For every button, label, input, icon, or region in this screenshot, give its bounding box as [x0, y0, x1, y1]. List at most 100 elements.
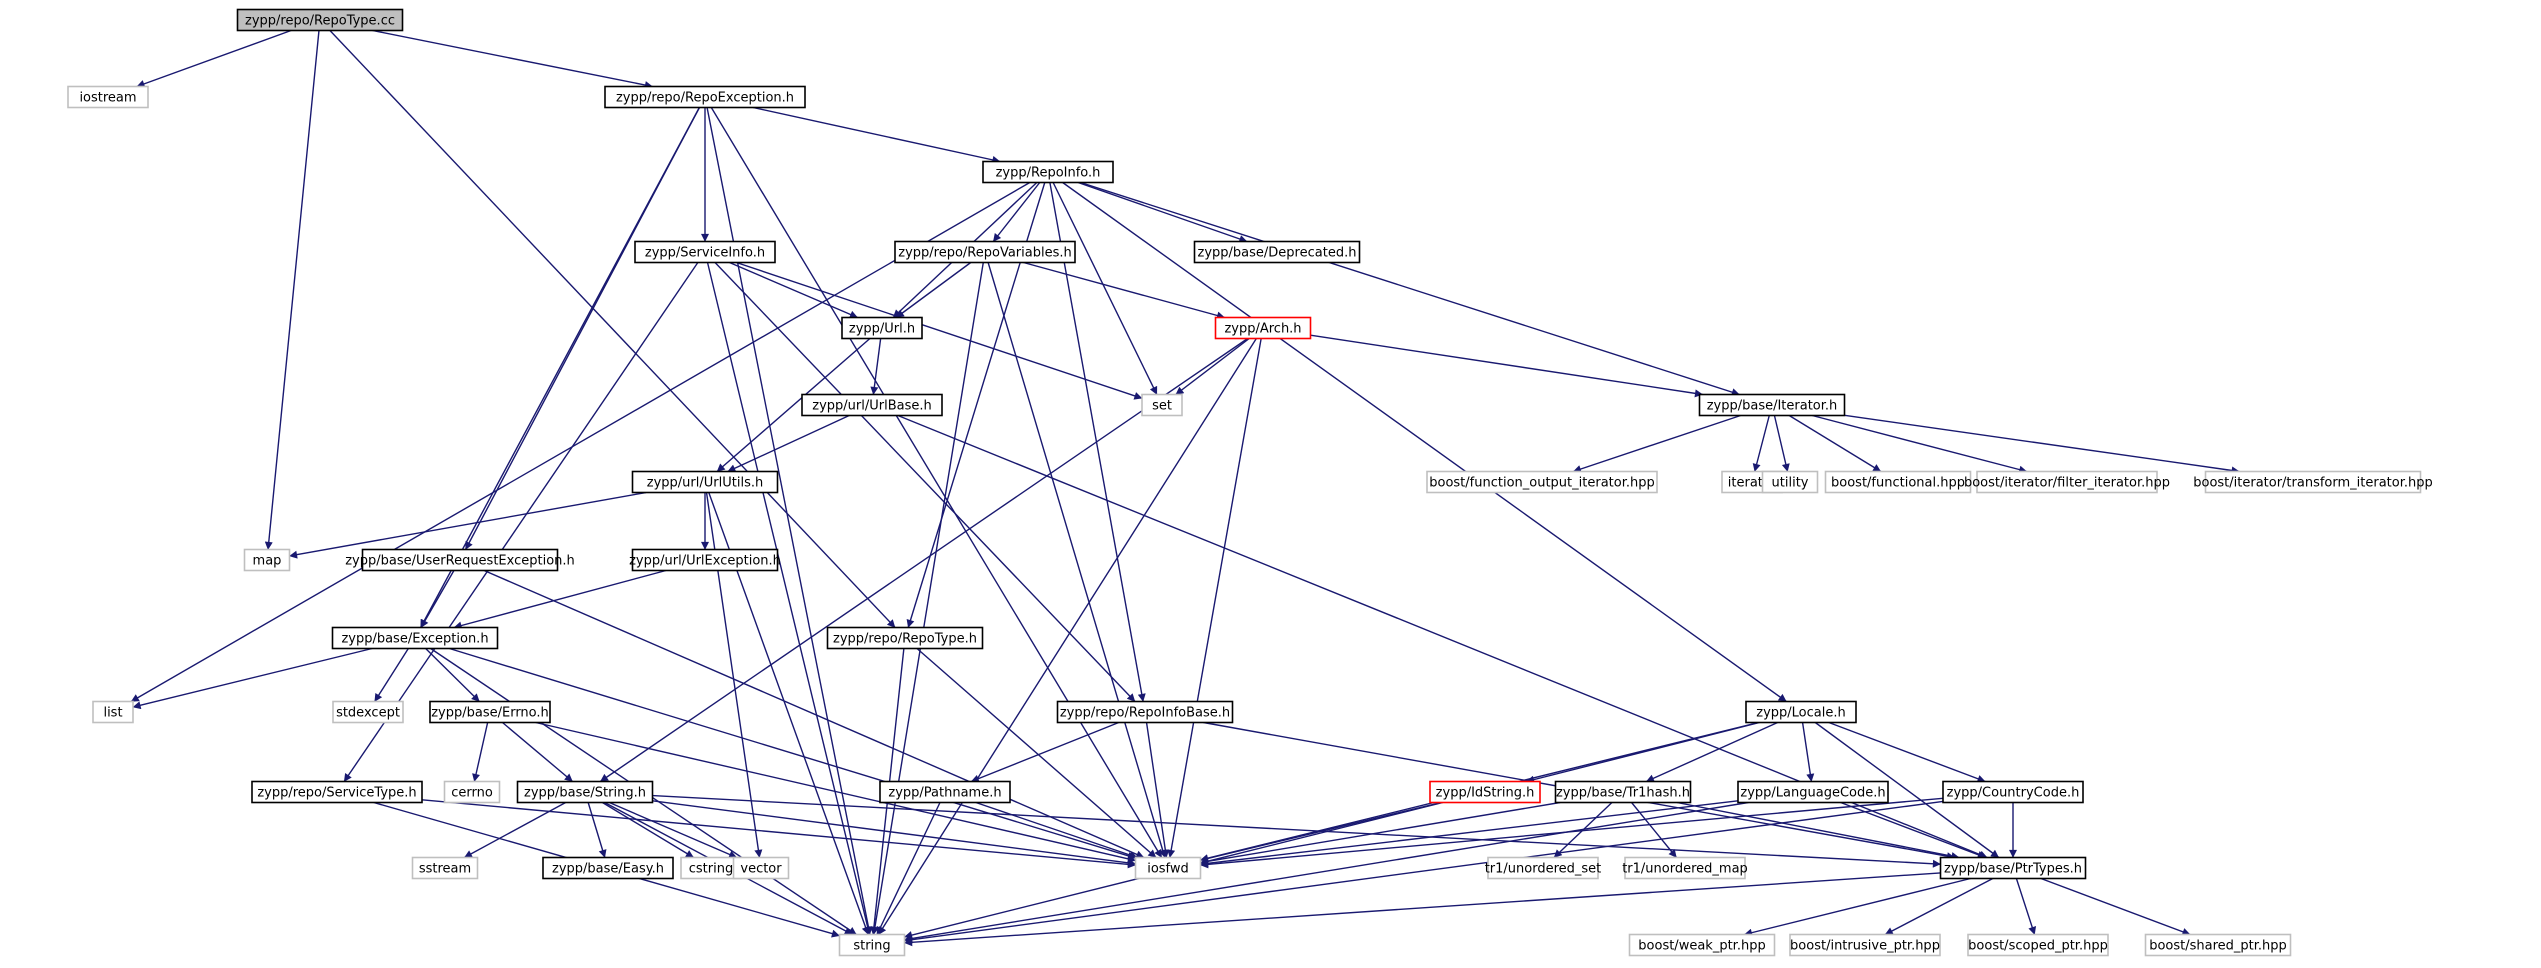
node-box	[879, 780, 1011, 804]
node-easy-h[interactable]: zypp/base/Easy.h	[542, 856, 674, 880]
edge-urlutils-h-to-vector	[705, 492, 763, 858]
edge-languagecode-h-to-ptrtypes-h	[1840, 801, 1986, 859]
node-servicetype-h[interactable]: zypp/repo/ServiceType.h	[251, 780, 423, 804]
node-boost-filter[interactable]: boost/iterator/filter_iterator.hpp	[1964, 470, 2170, 494]
node-repoinfobase-h[interactable]: zypp/repo/RepoInfoBase.h	[1056, 700, 1234, 724]
edge-locale-h-to-ptrtypes-h	[1814, 721, 2000, 859]
node-iosfwd[interactable]: iosfwd	[1134, 856, 1202, 880]
node-map[interactable]: map	[243, 548, 291, 572]
edge-arch-h-to-set	[1175, 337, 1250, 396]
node-box	[2144, 933, 2292, 957]
node-sstream[interactable]: sstream	[411, 856, 479, 880]
node-box	[443, 780, 501, 804]
edge-repoexception-h-to-exception-h	[420, 107, 700, 628]
edge-iterator-h-to-utility	[1773, 415, 1790, 472]
node-box	[1554, 780, 1692, 804]
node-list[interactable]: list	[92, 700, 134, 724]
edge-iterator-h-to-iterator	[1752, 415, 1770, 472]
node-tr1-unordered-set[interactable]: tr1/unordered_set	[1485, 856, 1602, 880]
node-repotype-h[interactable]: zypp/repo/RepoType.h	[826, 626, 984, 650]
node-string[interactable]: string	[838, 933, 906, 957]
node-stdexcept[interactable]: stdexcept	[332, 700, 404, 724]
node-urlexception-h[interactable]: zypp/url/UrlException.h	[629, 548, 781, 572]
node-idstring-h[interactable]: zypp/IdString.h	[1429, 780, 1541, 804]
edge-arch-h-to-string	[878, 338, 1257, 935]
node-locale-h[interactable]: zypp/Locale.h	[1745, 700, 1857, 724]
node-label: zypp/LanguageCode.h	[1740, 786, 1885, 801]
edge-iterator-h-to-boost-foi	[1572, 414, 1741, 473]
node-exception-h[interactable]: zypp/base/Exception.h	[331, 626, 499, 650]
node-box	[1737, 780, 1889, 804]
node-urlbase-h[interactable]: zypp/url/UrlBase.h	[801, 393, 943, 417]
node-languagecode-h[interactable]: zypp/LanguageCode.h	[1737, 780, 1889, 804]
node-boost-weak[interactable]: boost/weak_ptr.hpp	[1628, 933, 1776, 957]
node-repovariables-h[interactable]: zypp/repo/RepoVariables.h	[894, 240, 1076, 264]
node-string-h[interactable]: zypp/base/String.h	[516, 780, 654, 804]
edge-pathname-h-to-iosfwd	[975, 801, 1138, 859]
edge-tr1hash-h-to-ptrtypes-h	[1676, 801, 1960, 860]
node-label: boost/function_output_iterator.hpp	[1429, 476, 1655, 491]
edge-repoinfo-h-to-iterator-h	[1080, 181, 1740, 396]
edge-userreqexc-h-to-exception-h	[420, 570, 455, 628]
node-boost-scoped[interactable]: boost/scoped_ptr.hpp	[1967, 933, 2109, 957]
node-box	[841, 316, 923, 340]
edge-languagecode-h-to-iosfwd	[1200, 800, 1739, 868]
node-tr1hash-h[interactable]: zypp/base/Tr1hash.h	[1554, 780, 1692, 804]
node-deprecated-h[interactable]: zypp/base/Deprecated.h	[1193, 240, 1361, 264]
node-pathname-h[interactable]: zypp/Pathname.h	[879, 780, 1011, 804]
node-label: vector	[740, 862, 782, 877]
node-boost-intrusive[interactable]: boost/intrusive_ptr.hpp	[1789, 933, 1941, 957]
node-utility[interactable]: utility	[1761, 470, 1819, 494]
node-cstring[interactable]: cstring	[680, 856, 742, 880]
node-boost-shared[interactable]: boost/shared_ptr.hpp	[2144, 933, 2292, 957]
edge-iterator-h-to-boost-filter	[1812, 414, 2028, 474]
node-tr1-unordered-map[interactable]: tr1/unordered_map	[1622, 856, 1748, 880]
node-userreqexc-h[interactable]: zypp/base/UserRequestException.h	[345, 548, 575, 572]
node-repoexception-h[interactable]: zypp/repo/RepoException.h	[604, 85, 806, 109]
node-serviceinfo-h[interactable]: zypp/ServiceInfo.h	[634, 240, 776, 264]
node-box	[1193, 240, 1361, 264]
node-label: zypp/repo/RepoException.h	[616, 91, 794, 106]
node-iterator-h[interactable]: zypp/base/Iterator.h	[1698, 393, 1846, 417]
edge-errno-h-to-iosfwd	[535, 721, 1136, 863]
node-boost-transform[interactable]: boost/iterator/transform_iterator.hpp	[2193, 470, 2433, 494]
node-boost-foi[interactable]: boost/function_output_iterator.hpp	[1426, 470, 1658, 494]
node-box	[2204, 470, 2422, 494]
node-box	[331, 626, 499, 650]
node-countrycode-h[interactable]: zypp/CountryCode.h	[1942, 780, 2084, 804]
node-box	[801, 393, 943, 417]
edge-ptrtypes-h-to-boost-scoped	[2015, 878, 2037, 935]
edge-ptrtypes-h-to-boost-weak	[1744, 877, 1971, 937]
node-label: tr1/unordered_set	[1485, 862, 1602, 877]
node-box	[1745, 700, 1857, 724]
node-label: zypp/base/String.h	[524, 786, 646, 801]
edge-countrycode-h-to-string	[904, 800, 1944, 944]
node-boost-functional[interactable]: boost/functional.hpp	[1824, 470, 1972, 494]
node-iostream[interactable]: iostream	[67, 85, 149, 109]
node-label: zypp/base/Errno.h	[431, 706, 549, 721]
node-label: zypp/base/Iterator.h	[1707, 399, 1838, 414]
node-arch-h[interactable]: zypp/Arch.h	[1214, 316, 1312, 340]
node-ptrtypes-h[interactable]: zypp/base/PtrTypes.h	[1939, 856, 2087, 880]
node-box	[1939, 856, 2087, 880]
node-repotype-cc[interactable]: zypp/repo/RepoType.cc	[236, 8, 404, 32]
node-box	[1429, 780, 1541, 804]
node-vector[interactable]: vector	[732, 856, 790, 880]
node-cerrno[interactable]: cerrno	[443, 780, 501, 804]
edge-serviceinfo-h-to-servicetype-h	[343, 262, 699, 782]
node-box	[826, 626, 984, 650]
node-repoinfo-h[interactable]: zypp/RepoInfo.h	[982, 160, 1114, 184]
node-box	[1967, 933, 2109, 957]
node-url-h[interactable]: zypp/Url.h	[841, 316, 923, 340]
node-errno-h[interactable]: zypp/base/Errno.h	[429, 700, 551, 724]
node-box	[1624, 856, 1746, 880]
node-label: zypp/base/Easy.h	[552, 862, 664, 877]
edge-exception-h-to-list	[132, 647, 373, 710]
node-box	[604, 85, 806, 109]
node-urlutils-h[interactable]: zypp/url/UrlUtils.h	[631, 470, 779, 494]
node-set[interactable]: set	[1141, 393, 1183, 417]
edge-arch-h-to-iterator-h	[1310, 334, 1703, 398]
edge-repoexception-h-to-iosfwd	[710, 107, 1163, 858]
node-box	[982, 160, 1114, 184]
node-label: zypp/base/Deprecated.h	[1198, 246, 1357, 261]
